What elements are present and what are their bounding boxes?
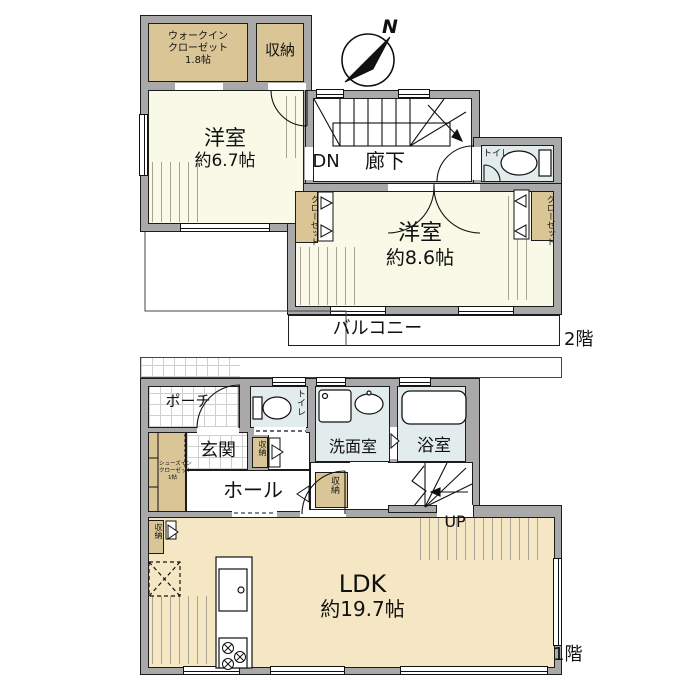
bedroom2-size: 約8.6帖	[385, 246, 455, 269]
room-entry	[186, 432, 248, 470]
opening-stairs-ldk	[437, 505, 473, 517]
window-toilet-1f-top	[272, 377, 306, 386]
room-storage-ldk	[148, 520, 164, 554]
shoes-closet-label: シューズイン クローゼット 1帖	[159, 461, 193, 482]
ldk-size: 約19.7帖	[320, 597, 405, 622]
ldk-name: LDK	[338, 570, 387, 598]
window-ldk-right	[553, 558, 562, 646]
balcony-label: バルコニー	[332, 318, 423, 339]
shoes-line3: 1帖	[168, 474, 177, 481]
window-bedroom2-bottom-2	[458, 306, 514, 315]
opening-front-door	[197, 427, 239, 435]
opening-hall-ldk-slider	[232, 510, 277, 517]
window-bath-top	[399, 377, 431, 386]
closet-right-8-6	[531, 191, 554, 241]
room-storage-2f	[256, 23, 304, 82]
entry-label: 玄関	[200, 440, 236, 461]
opening-storage-2f-door	[268, 83, 306, 90]
porch-canopy-grid	[141, 358, 240, 377]
window-stairs-top-2	[398, 89, 430, 98]
bedroom1-name: 洋室	[204, 126, 246, 150]
window-ldk-bottom-2	[270, 666, 345, 675]
opening-washroom	[350, 462, 388, 470]
bedroom1-label: 洋室 約6.7帖	[160, 126, 290, 171]
window-ldk-bottom-3	[400, 666, 548, 675]
storage-entry-label: 収納	[258, 440, 267, 456]
storage-2f-label: 収納	[264, 41, 295, 59]
floor2-label: 2階	[564, 329, 594, 350]
window-bedroom1-left	[139, 114, 148, 176]
compass-icon	[341, 33, 395, 87]
room-hall-upper	[268, 432, 310, 470]
washroom-label: 洗面室	[328, 437, 377, 456]
shoes-line2: クローゼット	[159, 467, 193, 474]
opening-wic	[175, 83, 223, 90]
opening-toilet-1f	[254, 427, 306, 435]
wic-line2: クローゼット	[168, 42, 228, 54]
wic-line3: 1.8帖	[185, 54, 211, 66]
storage-ldk-label: 収納	[154, 523, 163, 539]
bedroom2-name: 洋室	[397, 221, 442, 246]
wic-label: ウォークイン クローゼット 1.8帖	[150, 31, 246, 66]
toilet-1f-label: トイレ	[295, 389, 305, 416]
opening-bedroom1-entry	[305, 147, 313, 180]
window-washroom-top	[316, 377, 346, 386]
porch-label: ポーチ	[165, 392, 211, 410]
bath-label: 浴室	[417, 436, 451, 456]
hatch-bedroom2-e	[508, 196, 530, 300]
window-stairs-top-1	[316, 89, 344, 98]
dn-label: DN	[312, 151, 340, 172]
up-label: UP	[444, 512, 466, 531]
bedroom1-size: 約6.7帖	[194, 150, 256, 171]
hatch-ldk-ne	[420, 518, 546, 560]
hall-label: ホール	[223, 478, 283, 502]
hallway-label: 廊下	[365, 149, 405, 173]
toilet-2f-label: トイレ	[483, 149, 511, 159]
floor1-label: 1階	[553, 644, 583, 665]
window-bedroom1-bottom	[180, 223, 270, 232]
wic-line1: ウォークイン	[168, 31, 228, 42]
compass-north-label: N	[382, 16, 398, 38]
window-bedroom2-bottom-1	[330, 306, 386, 315]
opening-bath-door	[390, 427, 397, 459]
opening-hall-ldk-door	[300, 510, 346, 517]
closet-left-label: クローゼット	[309, 195, 319, 246]
opening-bedroom2-doors	[388, 184, 480, 191]
room-shoes-closet	[148, 432, 186, 512]
opening-toilet-2f-entry	[472, 147, 481, 180]
storage-mid-label: 収納	[329, 476, 339, 494]
room-storage-entry	[252, 437, 268, 468]
wall-stub-stairs-1f	[388, 505, 437, 513]
bedroom2-label: 洋室 約8.6帖	[335, 221, 505, 269]
ldk-label: LDK 約19.7帖	[280, 570, 445, 622]
room-walk-in-closet	[148, 23, 248, 82]
closet-right-label: クローゼット	[545, 195, 555, 246]
outline-1f-eaves	[140, 357, 562, 378]
window-ldk-bottom-1	[183, 666, 240, 675]
hatch-ldk-sw	[152, 596, 208, 664]
shoes-line1: シューズイン	[159, 461, 192, 467]
hatch-bedroom1-sw	[152, 162, 200, 222]
